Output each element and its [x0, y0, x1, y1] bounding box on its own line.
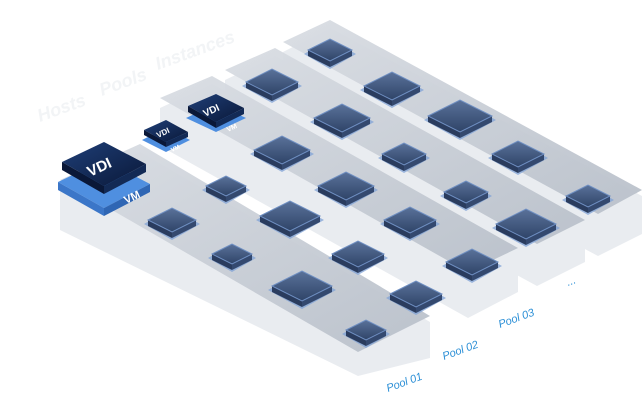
pool-label-03: Pool 03	[497, 306, 537, 330]
vm-tile	[424, 99, 496, 140]
vm-tile	[328, 240, 388, 275]
vdi-tile-small-1: VDI VM	[142, 120, 190, 154]
vm-tile	[250, 135, 314, 172]
vm-tile	[314, 171, 378, 208]
vm-tile	[144, 207, 200, 240]
vm-tile	[386, 280, 446, 315]
vdi-label-bottom: VM	[170, 145, 181, 154]
ghost-label-pools: Pools	[97, 64, 150, 100]
vm-tile	[202, 175, 250, 204]
vm-tile	[492, 208, 560, 247]
vm-tile	[442, 248, 502, 283]
ghost-label-hosts: Hosts	[35, 90, 89, 126]
vm-tile	[242, 68, 302, 103]
pool-label-01: Pool 01	[385, 371, 424, 395]
vm-tile	[256, 200, 324, 239]
vm-tile	[304, 38, 356, 69]
ghost-label-instances: Instances	[153, 27, 238, 74]
vm-tiles	[144, 38, 614, 348]
pool-label-02: Pool 02	[441, 339, 480, 363]
vdi-tile-large: VDI VM	[58, 142, 150, 216]
vm-tile	[310, 103, 374, 140]
vdi-tile-small-2: VDI VM	[186, 94, 246, 134]
vm-tile	[380, 206, 440, 241]
vm-tile	[562, 184, 614, 215]
vm-tile	[440, 180, 492, 211]
vm-tile	[342, 319, 390, 348]
pool-label-more: ...	[565, 274, 578, 288]
vm-tile	[378, 142, 430, 173]
vm-tile	[268, 270, 336, 309]
vm-tile	[488, 140, 548, 175]
vm-tile	[360, 71, 424, 108]
vm-tile	[208, 243, 256, 272]
vdi-label-bottom: VM	[226, 123, 239, 134]
